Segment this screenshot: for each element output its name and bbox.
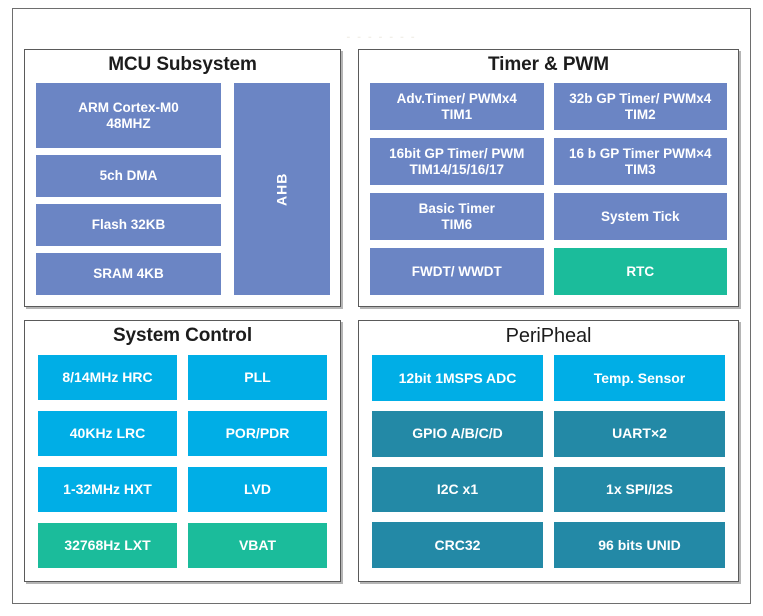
block-label: CRC32 [434, 536, 481, 553]
block-label: POR/PDR [225, 425, 290, 442]
block-label: 96 bits UNID [598, 536, 681, 553]
block-rtc[interactable]: RTC [553, 248, 727, 295]
block-lxt[interactable]: 32768Hz LXT [38, 523, 177, 568]
block-crc32[interactable]: CRC32 [372, 522, 543, 568]
block-label: 32b GP Timer/ PWMx4 [569, 90, 712, 106]
block-flash[interactable]: Flash 32KB [36, 204, 221, 247]
block-label: Basic Timer [418, 200, 495, 216]
block-label: ARM Cortex-M0 [78, 99, 179, 115]
mcu-bus-column: AHB [234, 83, 330, 295]
block-adv-timer-tim1[interactable]: Adv.Timer/ PWMx4 TIM1 [370, 83, 544, 130]
panel-title-mcu-subsystem: MCU Subsystem [108, 54, 257, 75]
block-label: RTC [626, 263, 655, 279]
block-unid[interactable]: 96 bits UNID [554, 522, 725, 568]
block-i2c[interactable]: I2C x1 [372, 466, 543, 513]
block-label: GPIO A/B/C/D [412, 425, 503, 442]
block-system-tick[interactable]: System Tick [553, 193, 727, 240]
block-sublabel: TIM6 [441, 216, 473, 232]
block-label: UART×2 [612, 425, 667, 442]
block-gp-timer-tim14-17[interactable]: 16bit GP Timer/ PWM TIM14/15/16/17 [370, 138, 544, 185]
panel-mcu-subsystem: MCU Subsystem ARM Cortex-M0 48MHZ 5ch DM… [24, 49, 341, 307]
block-label: 8/14MHz HRC [62, 369, 153, 386]
panel-title-peripheral: PeriPheal [505, 325, 592, 347]
block-lvd[interactable]: LVD [188, 467, 327, 512]
block-label: LVD [244, 481, 271, 498]
block-label: 16bit GP Timer/ PWM [389, 145, 525, 161]
block-sram[interactable]: SRAM 4KB [36, 253, 221, 295]
peripheral-block-grid: 12bit 1MSPS ADC Temp. Sensor GPIO A/B/C/… [372, 355, 725, 568]
block-label: VBAT [238, 537, 277, 554]
panel-title-timer-pwm: Timer & PWM [487, 54, 609, 75]
block-temp-sensor[interactable]: Temp. Sensor [554, 355, 725, 401]
block-sublabel: TIM3 [624, 161, 656, 177]
block-label: System Tick [600, 208, 680, 224]
block-label: SRAM 4KB [93, 266, 164, 282]
block-vbat[interactable]: VBAT [188, 523, 327, 568]
block-adc[interactable]: 12bit 1MSPS ADC [372, 355, 543, 401]
panel-system-control: System Control 8/14MHz HRC PLL 40KHz LRC… [24, 320, 341, 582]
block-hxt[interactable]: 1-32MHz HXT [38, 467, 177, 512]
block-uart[interactable]: UART×2 [554, 410, 725, 457]
block-label: 12bit 1MSPS ADC [398, 369, 517, 386]
block-label: 1-32MHz HXT [63, 481, 152, 498]
block-por-pdr[interactable]: POR/PDR [188, 411, 327, 456]
block-label: Flash 32KB [91, 217, 166, 233]
block-label: 32768Hz LXT [64, 537, 151, 554]
block-arm-cortex-m0[interactable]: ARM Cortex-M0 48MHZ [36, 83, 221, 149]
block-gpio[interactable]: GPIO A/B/C/D [372, 410, 543, 457]
block-ahb-bus[interactable]: AHB [234, 83, 330, 295]
block-sublabel: TIM14/15/16/17 [409, 161, 505, 177]
block-label: FWDT/ WWDT [411, 263, 502, 279]
block-dma[interactable]: 5ch DMA [36, 155, 221, 198]
mcu-block-column: ARM Cortex-M0 48MHZ 5ch DMA Flash 32KB S… [36, 83, 221, 295]
timer-block-grid: Adv.Timer/ PWMx4 TIM1 32b GP Timer/ PWMx… [370, 83, 727, 295]
watermark-text: - - - - - - - [346, 31, 417, 43]
block-pll[interactable]: PLL [188, 355, 327, 400]
block-label: PLL [244, 369, 271, 386]
block-lrc[interactable]: 40KHz LRC [38, 411, 177, 456]
block-label: 40KHz LRC [69, 425, 146, 442]
block-basic-timer-tim6[interactable]: Basic Timer TIM6 [370, 193, 544, 240]
block-label: Temp. Sensor [593, 369, 686, 386]
block-gp-timer-tim2[interactable]: 32b GP Timer/ PWMx4 TIM2 [553, 83, 727, 130]
mcu-body: ARM Cortex-M0 48MHZ 5ch DMA Flash 32KB S… [36, 83, 330, 295]
block-label: AHB [273, 172, 290, 206]
panel-timer-pwm: Timer & PWM Adv.Timer/ PWMx4 TIM1 32b GP… [358, 49, 739, 307]
block-label: 16 b GP Timer PWM×4 [569, 145, 712, 161]
block-gp-timer-tim3[interactable]: 16 b GP Timer PWM×4 TIM3 [553, 138, 727, 185]
block-hrc[interactable]: 8/14MHz HRC [38, 355, 177, 400]
block-diagram-frame: - - - - - - - MCU Subsystem ARM Cortex-M… [12, 8, 751, 604]
block-label: 1x SPI/I2S [606, 481, 673, 498]
block-label: Adv.Timer/ PWMx4 [396, 90, 517, 106]
block-label: I2C x1 [436, 481, 479, 498]
panel-peripheral: PeriPheal 12bit 1MSPS ADC Temp. Sensor G… [358, 320, 739, 582]
block-sublabel: 48MHZ [106, 115, 151, 131]
block-sublabel: TIM2 [624, 106, 656, 122]
block-watchdog[interactable]: FWDT/ WWDT [370, 248, 544, 295]
block-label: 5ch DMA [99, 168, 158, 184]
block-sublabel: TIM1 [441, 106, 473, 122]
block-spi-i2s[interactable]: 1x SPI/I2S [554, 466, 725, 513]
panel-title-system-control: System Control [112, 325, 252, 346]
system-control-block-grid: 8/14MHz HRC PLL 40KHz LRC POR/PDR 1-32MH… [38, 355, 327, 568]
